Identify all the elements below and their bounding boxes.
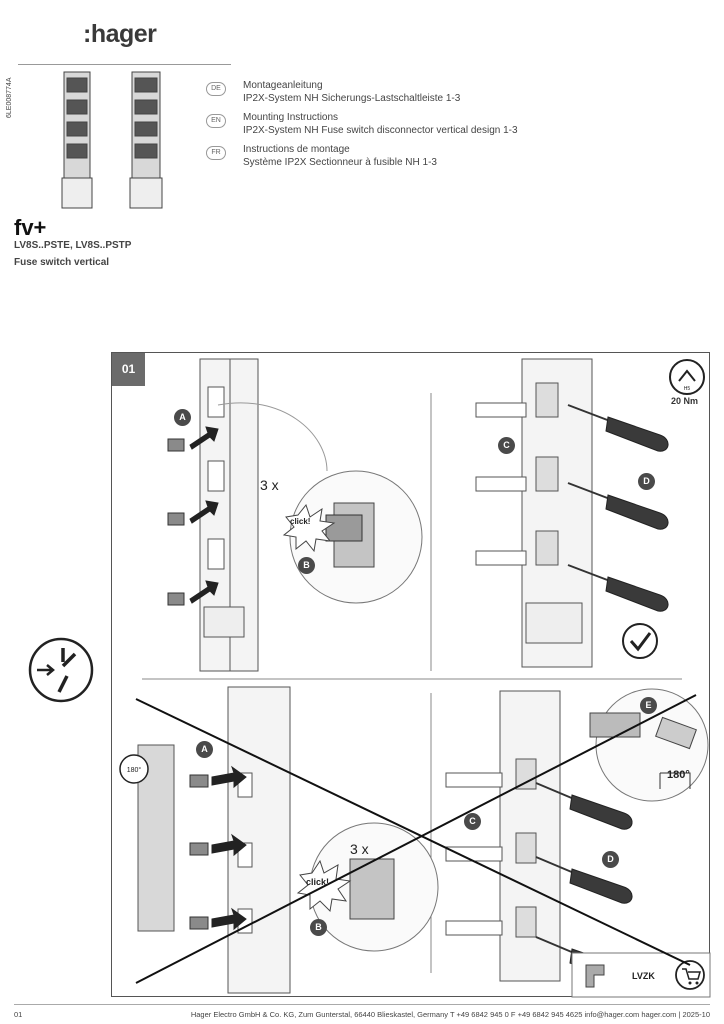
torque-icon: H5 — [669, 359, 705, 395]
click-label-top: click! — [290, 517, 311, 526]
footer-divider — [14, 1004, 710, 1005]
language-title-en: Mounting Instructions — [243, 112, 339, 123]
header-divider — [18, 64, 231, 65]
language-title-de: Montageanleitung — [243, 80, 323, 91]
company-info: Hager Electro GmbH & Co. KG, Zum Gunters… — [190, 1010, 710, 1019]
accessory-label: LVZK — [632, 971, 655, 981]
bottom-left-illustration — [137, 686, 439, 994]
rotate-label: 180° — [127, 766, 142, 774]
click-burst-top — [282, 503, 336, 553]
page-number: 01 — [14, 1010, 23, 1019]
language-desc-fr: Système IP2X Sectionneur à fusible NH 1-… — [243, 157, 437, 168]
product-subtitle: Fuse switch vertical — [14, 257, 110, 268]
document-id: 6LE008774A — [6, 77, 13, 118]
screwdriver-group-top — [567, 404, 669, 612]
torque-value: 20 Nm — [671, 396, 699, 406]
clip-group-top-left — [167, 438, 185, 606]
cart-icon — [675, 960, 705, 990]
language-en: EN Mounting Instructions IP2X-System NH … — [206, 112, 566, 144]
instruction-panel: 01 — [111, 352, 711, 998]
language-desc-en: IP2X-System NH Fuse switch disconnector … — [243, 125, 518, 136]
disconnect-power-icon — [28, 637, 94, 703]
marker-d-bottom: D — [602, 851, 619, 868]
language-title-fr: Instructions de montage — [243, 144, 350, 155]
push-arrows-bottom-left — [211, 765, 247, 931]
top-right-illustration — [475, 358, 593, 668]
cross-out-line-1 — [135, 698, 691, 966]
multiplier-top: 3 x — [260, 477, 279, 493]
check-icon — [622, 623, 658, 659]
accessory-box — [571, 952, 711, 998]
marker-e: E — [640, 697, 657, 714]
product-images — [61, 71, 163, 209]
marker-b-bottom: B — [310, 919, 327, 936]
marker-a-top: A — [174, 409, 191, 426]
multiplier-bottom: 3 x — [350, 841, 369, 857]
top-left-illustration — [167, 358, 423, 672]
bottom-right-illustration — [445, 688, 709, 982]
product-brand: fv+ — [14, 215, 47, 240]
language-fr: FR Instructions de montage Système IP2X … — [206, 144, 566, 176]
click-label-bottom: click! — [306, 877, 330, 887]
product-references: LV8S..PSTE, LV8S..PSTP — [14, 240, 132, 251]
marker-b-top: B — [298, 557, 315, 574]
marker-a-bottom: A — [196, 741, 213, 758]
language-desc-de: IP2X-System NH Sicherungs-Lastschaltleis… — [243, 93, 461, 104]
marker-d-top: D — [638, 473, 655, 490]
language-badge-fr: FR — [206, 146, 226, 160]
rotate-180-icon: 180° — [119, 754, 149, 784]
product-image-right — [129, 71, 163, 209]
product-image-left — [61, 71, 93, 209]
language-badge-de: DE — [206, 82, 226, 96]
step-number-badge: 01 — [112, 353, 145, 386]
marker-c-bottom: C — [464, 813, 481, 830]
instruction-illustrations: H5 — [119, 358, 711, 998]
cross-out-line-2 — [135, 694, 697, 984]
push-arrows-top-left — [189, 426, 219, 604]
tool-size-label: H5 — [684, 386, 691, 392]
language-de: DE Montageanleitung IP2X-System NH Siche… — [206, 80, 566, 112]
angle-label: 180° — [667, 769, 690, 781]
marker-c-top: C — [498, 437, 515, 454]
hager-logo: :hager — [83, 20, 157, 48]
language-badge-en: EN — [206, 114, 226, 128]
